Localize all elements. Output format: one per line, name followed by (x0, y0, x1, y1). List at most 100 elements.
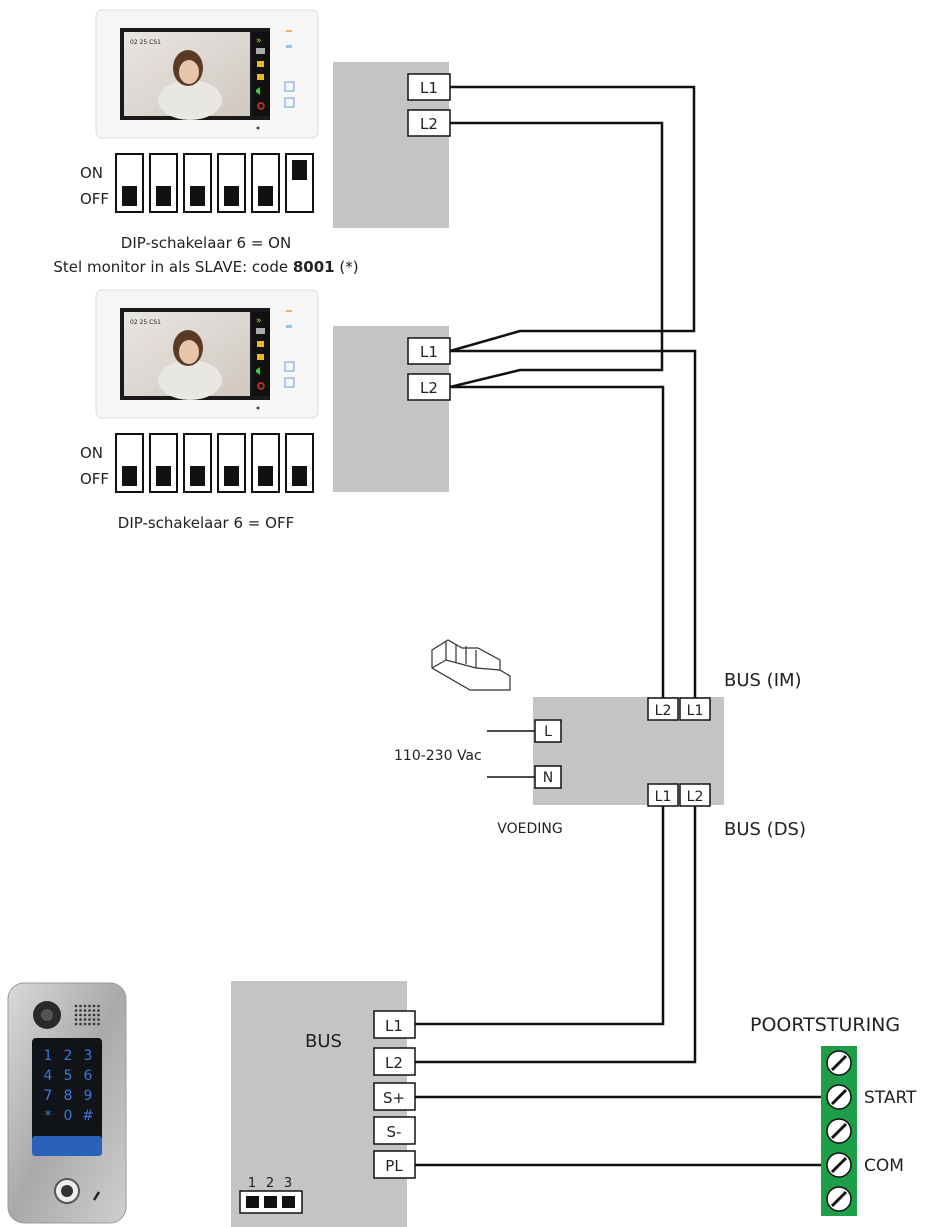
grille-hole (79, 1009, 82, 1012)
psu-im-terminal-l1-label: L1 (687, 703, 704, 719)
dip-switch-5-knob (258, 466, 273, 486)
monitor-1-btn-2-icon (284, 97, 295, 108)
unlock-2-icon (257, 354, 264, 360)
caption-2-prefix: Stel monitor in als SLAVE: code (53, 258, 292, 276)
grille-hole (79, 1022, 82, 1026)
keypad-key: 4 (44, 1068, 53, 1084)
keypad-key: * (45, 1108, 52, 1124)
slave-code: 8001 (293, 258, 335, 276)
unlock-2-icon (257, 74, 264, 80)
jumper-1-label: 1 (248, 1176, 256, 1191)
power-supply: L2 L1 L1 L2 L N 110-230 Vac VOEDING BUS … (394, 639, 806, 840)
grille-hole (97, 1018, 100, 1021)
screw-slot-icon (830, 1190, 848, 1208)
grille-hole (74, 1018, 78, 1021)
grille-hole (88, 1022, 91, 1026)
psu-terminal-n-label: N (543, 770, 553, 786)
monitor-2-dip-off-label: OFF (80, 470, 109, 488)
tamper-slot-icon (92, 1191, 101, 1201)
monitor-2-btn-2-icon (284, 377, 295, 388)
nameplate-light (32, 1136, 102, 1156)
dip-switch-6-knob (292, 160, 307, 180)
monitor-2-dot (256, 406, 260, 410)
din-rail-module-icon (431, 639, 511, 691)
monitor-1-side-buttons: » (252, 32, 270, 116)
grille-hole (79, 1018, 82, 1021)
monitor-1-led (286, 30, 292, 32)
power-supply-name: VOEDING (497, 821, 562, 837)
speaker-icon (256, 87, 260, 95)
monitor-1-dip-switch (115, 153, 314, 213)
screw-slot-icon (830, 1054, 848, 1072)
grille-hole (88, 1004, 91, 1008)
jumper-3-label: 3 (284, 1176, 292, 1191)
screw-slot-icon (830, 1156, 848, 1174)
grille-hole (88, 1018, 91, 1021)
door-station-terminal-5-label: PL (385, 1157, 403, 1175)
door-station-bus-label: BUS (305, 1031, 342, 1052)
psu-ds-terminal-l2-label: L2 (687, 789, 704, 805)
camera-icon (256, 328, 265, 334)
camera-icon (256, 48, 265, 54)
monitor-2-caption-1: DIP-schakelaar 6 = OFF (118, 514, 294, 532)
monitor-2-btn-1-icon (284, 361, 295, 372)
monitor-2-screen-status: 02 25 CS1 (130, 319, 161, 326)
wire-ds-l2 (415, 806, 697, 1064)
unlock-icon (257, 61, 264, 67)
keypad-key: 3 (84, 1048, 93, 1064)
dip-switch-4 (217, 433, 246, 493)
gate-control: POORTSTURING START COM (750, 1014, 917, 1216)
monitor-1-caption-2: Stel monitor in als SLAVE: code 8001 (*) (53, 258, 358, 276)
door-station-terminal-4-label: S- (387, 1123, 402, 1141)
gate-start-label: START (864, 1088, 917, 1108)
grille-hole (92, 1004, 96, 1008)
grille-hole (74, 1004, 78, 1008)
grille-hole (74, 1009, 78, 1012)
gate-control-title: POORTSTURING (750, 1014, 900, 1036)
wire-monitor-l1 (449, 85, 696, 353)
grille-hole (97, 1013, 100, 1017)
wire-im-l1 (450, 349, 697, 698)
grille-hole (79, 1013, 82, 1017)
grille-hole (83, 1022, 87, 1026)
dip-switch-6-knob (292, 466, 307, 486)
monitor-2-side-buttons: » (252, 312, 270, 396)
grille-hole (92, 1022, 96, 1026)
power-icon (257, 102, 265, 110)
grille-hole (92, 1009, 96, 1012)
dip-switch-1 (115, 153, 144, 213)
dip-switch-2-knob (156, 186, 171, 206)
gate-terminal-screws (826, 1050, 852, 1212)
keypad-key: 5 (64, 1068, 73, 1084)
keypad-key: 8 (64, 1088, 73, 1104)
monitor-1-terminal-l1 (407, 73, 451, 101)
grille-hole (74, 1013, 78, 1017)
grille-hole (92, 1013, 96, 1017)
dip-switch-3-knob (190, 466, 205, 486)
door-station-terminal-4 (373, 1116, 416, 1145)
grille-hole (74, 1022, 78, 1026)
psu-im-terminal-l2-label: L2 (655, 703, 672, 719)
bus-ds-label: BUS (DS) (724, 819, 806, 840)
dip-switch-4-knob (224, 186, 239, 206)
forward-icon: » (256, 36, 262, 46)
psu-ds-terminal-l1-label: L1 (655, 789, 672, 805)
keypad-key: 6 (84, 1068, 93, 1084)
dip-switch-2-knob (156, 466, 171, 486)
mains-voltage-label: 110-230 Vac (394, 748, 482, 764)
monitor-1-terminal-l2-label: L2 (420, 115, 438, 133)
monitor-2: 02 25 CS1 » ON OFF DIP-schakelaar 6 = OF… (80, 289, 451, 532)
keypad-panel (32, 1038, 102, 1156)
grille-hole (92, 1018, 96, 1021)
dip-switch-5-knob (258, 186, 273, 206)
door-station-terminal-1 (373, 1010, 416, 1039)
monitor-2-terminal-l1 (407, 337, 451, 365)
gate-com-label: COM (864, 1156, 904, 1176)
door-station-terminal-2-label: L2 (385, 1054, 403, 1072)
grille-hole (83, 1018, 87, 1021)
